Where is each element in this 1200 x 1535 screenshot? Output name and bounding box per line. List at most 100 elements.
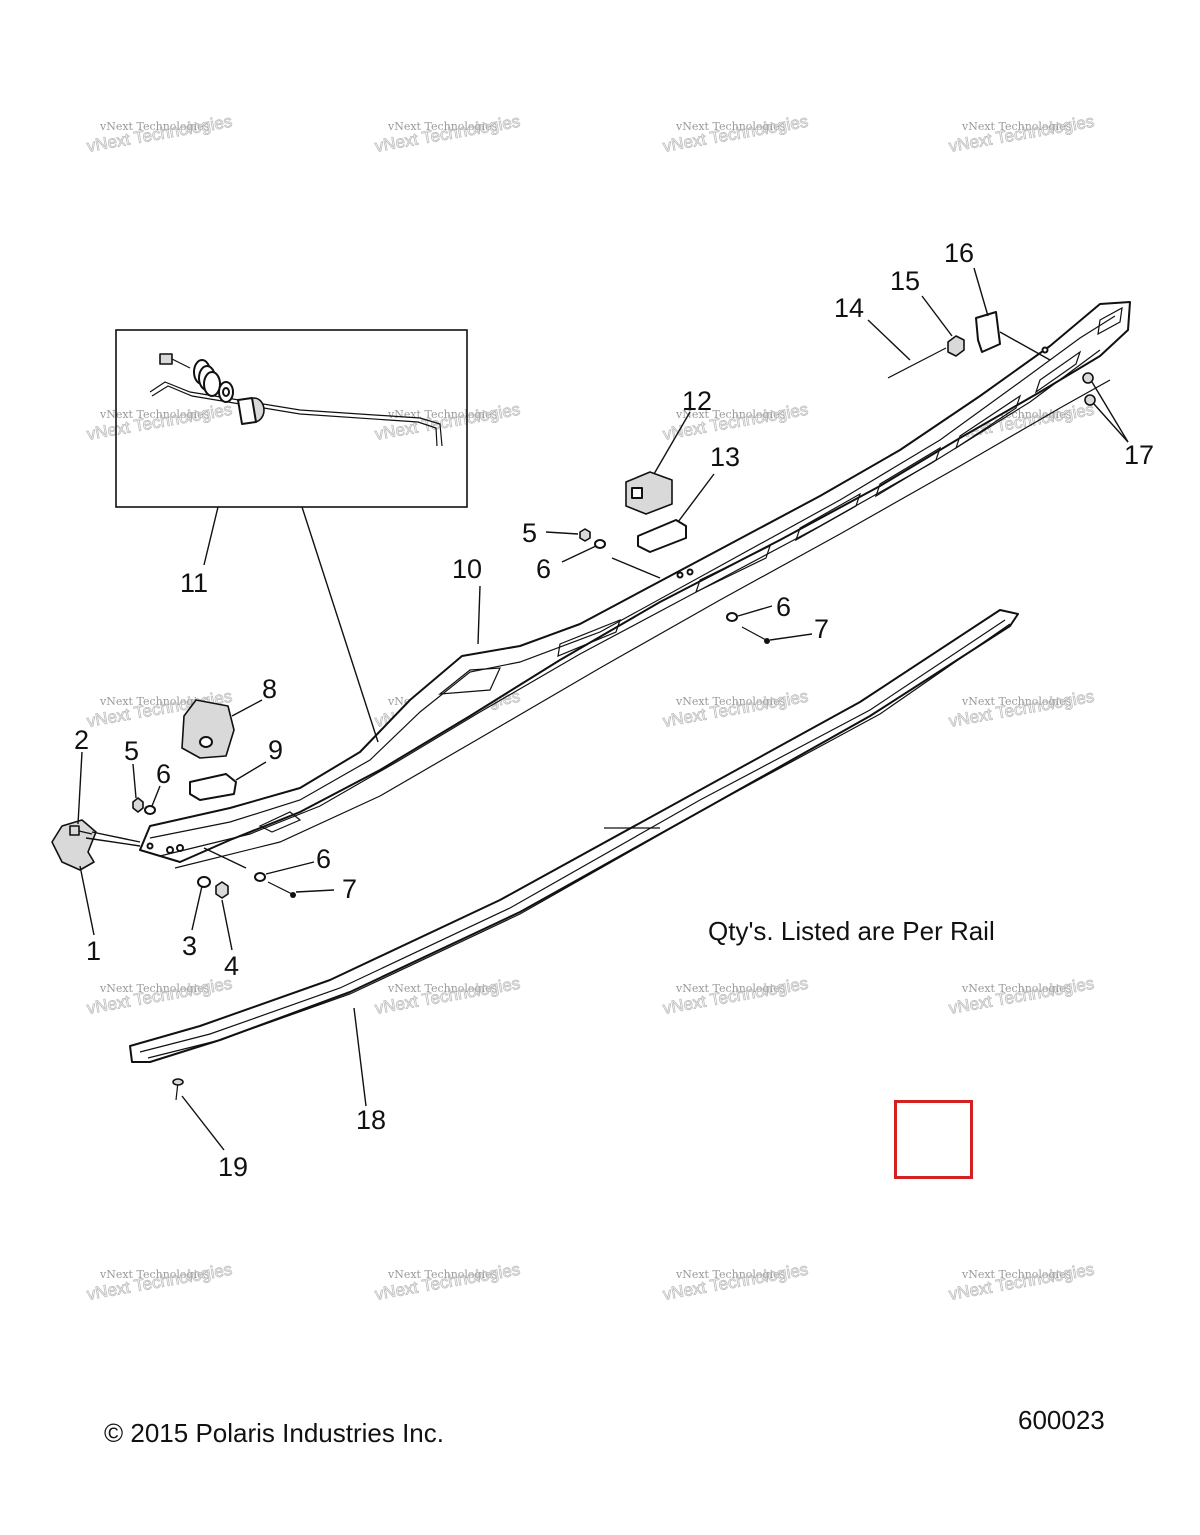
rail-assembly-10 [139, 301, 1131, 869]
svg-text:vNext Technologies: vNext Technologies [373, 974, 521, 1018]
svg-text:vNext Technologies: vNext Technologies [947, 1260, 1095, 1304]
highlight-box [894, 1100, 973, 1179]
callout-6: 6 [316, 844, 331, 874]
part-4-nut [215, 881, 229, 899]
slide-18 [129, 609, 1019, 1063]
svg-text:vNext Technologies: vNext Technologies [961, 1268, 1072, 1281]
svg-text:vNext Technologies: vNext Technologies [387, 982, 498, 995]
callout-15: 15 [890, 266, 920, 296]
svg-text:vNext Technologies: vNext Technologies [675, 408, 786, 421]
svg-text:vNext Technologies: vNext Technologies [373, 400, 521, 444]
svg-text:vNext Technologies: vNext Technologies [661, 974, 809, 1018]
watermark: vNext Technologies vNext Technologies [373, 1259, 522, 1304]
part-3-washer [197, 876, 211, 888]
part-7-bolt [267, 881, 293, 895]
callouts: 1 2 3 4 5 5 6 6 6 6 7 7 8 9 10 11 12 13 … [74, 238, 1154, 1182]
part-7-bolt [741, 626, 767, 641]
svg-text:vNext Technologies: vNext Technologies [85, 1260, 233, 1304]
detail-inset-11 [115, 329, 468, 508]
part-8-bracket [181, 699, 235, 759]
callout-11: 11 [180, 568, 208, 598]
watermark: vNext Technologies vNext Technologies [85, 111, 234, 156]
callout-8: 8 [262, 674, 277, 704]
svg-text:vNext Technologies: vNext Technologies [675, 120, 786, 133]
svg-text:vNext Technologies: vNext Technologies [947, 112, 1095, 156]
part-15-nut [947, 335, 965, 357]
callout-1: 1 [86, 936, 101, 966]
callout-7: 7 [342, 874, 357, 904]
svg-text:vNext Technologies: vNext Technologies [99, 695, 210, 708]
svg-text:vNext Technologies: vNext Technologies [85, 974, 233, 1018]
svg-text:vNext Technologies: vNext Technologies [947, 687, 1095, 731]
part-5-nut [579, 528, 591, 542]
svg-text:vNext Technologies: vNext Technologies [99, 982, 210, 995]
svg-text:vNext Technologies: vNext Technologies [661, 1260, 809, 1304]
part-5-nut [132, 797, 144, 813]
part-16-bracket [975, 311, 1001, 353]
svg-text:vNext Technologies: vNext Technologies [961, 982, 1072, 995]
part-6-washer [726, 612, 738, 622]
part-12-bracket [625, 471, 673, 515]
svg-text:vNext Technologies: vNext Technologies [387, 120, 498, 133]
svg-text:vNext Technologies: vNext Technologies [675, 1268, 786, 1281]
svg-text:vNext Technologies: vNext Technologies [99, 120, 210, 133]
part-2-bolt [69, 825, 80, 836]
svg-text:vNext Technologies: vNext Technologies [661, 112, 809, 156]
watermark: vNext Technologies vNext Technologies [947, 686, 1096, 731]
callout-14: 14 [834, 293, 864, 323]
svg-text:vNext Technologies: vNext Technologies [675, 695, 786, 708]
leader-lines [77, 267, 1129, 1151]
callout-6: 6 [536, 554, 551, 584]
copyright-notice: © 2015 Polaris Industries Inc. [104, 1418, 444, 1448]
callout-17: 17 [1124, 440, 1154, 470]
callout-3: 3 [182, 931, 197, 961]
callout-19: 19 [218, 1152, 248, 1182]
watermark: vNext Technologies vNext Technologies [373, 399, 522, 444]
part-17-screw [1082, 372, 1094, 384]
watermark: vNext Technologies vNext Technologies [947, 973, 1096, 1018]
callout-18: 18 [356, 1105, 386, 1135]
svg-text:vNext Technologies: vNext Technologies [661, 687, 809, 731]
callout-13: 13 [710, 442, 740, 472]
callout-2: 2 [74, 725, 89, 755]
callout-5: 5 [124, 736, 139, 766]
watermark: vNext Technologies vNext Technologies [661, 686, 810, 731]
svg-text:vNext Technologies: vNext Technologies [85, 112, 233, 156]
svg-text:vNext Technologies: vNext Technologies [85, 400, 233, 444]
quantity-note: Qty's. Listed are Per Rail [708, 916, 995, 946]
callout-4: 4 [224, 951, 239, 981]
part-13-block [637, 519, 687, 553]
watermark: vNext Technologies vNext Technologies [661, 1259, 810, 1304]
callout-7: 7 [814, 614, 829, 644]
diagram-number: 600023 [1018, 1405, 1105, 1435]
watermark: vNext Technologies vNext Technologies [373, 973, 522, 1018]
svg-text:vNext Technologies: vNext Technologies [947, 974, 1095, 1018]
callout-10: 10 [452, 554, 482, 584]
svg-text:vNext Technologies: vNext Technologies [961, 120, 1072, 133]
part-6-washer [144, 805, 156, 815]
hardware [51, 311, 1096, 1101]
callout-6: 6 [156, 759, 171, 789]
part-9-block [189, 773, 237, 801]
watermark: vNext Technologies vNext Technologies [661, 973, 810, 1018]
part-6-washer [254, 872, 266, 882]
part-17-screw [1084, 394, 1096, 406]
callout-6: 6 [776, 592, 791, 622]
svg-text:vNext Technologies: vNext Technologies [961, 695, 1072, 708]
watermark: vNext Technologies vNext Technologies [85, 973, 234, 1018]
svg-text:vNext Technologies: vNext Technologies [99, 1268, 210, 1281]
svg-text:vNext Technologies: vNext Technologies [373, 112, 521, 156]
watermark: vNext Technologies vNext Technologies [85, 1259, 234, 1304]
watermark: vNext Technologies vNext Technologies [85, 399, 234, 444]
callout-16: 16 [944, 238, 974, 268]
callout-12: 12 [682, 386, 712, 416]
svg-text:vNext Technologies: vNext Technologies [387, 1268, 498, 1281]
svg-text:vNext Technologies: vNext Technologies [99, 408, 210, 421]
part-14-rod [887, 347, 947, 379]
callout-9: 9 [268, 735, 283, 765]
watermark: vNext Technologies vNext Technologies [947, 111, 1096, 156]
watermark: vNext Technologies vNext Technologies [373, 111, 522, 156]
watermark: vNext Technologies vNext Technologies [661, 111, 810, 156]
svg-text:vNext Technologies: vNext Technologies [675, 982, 786, 995]
